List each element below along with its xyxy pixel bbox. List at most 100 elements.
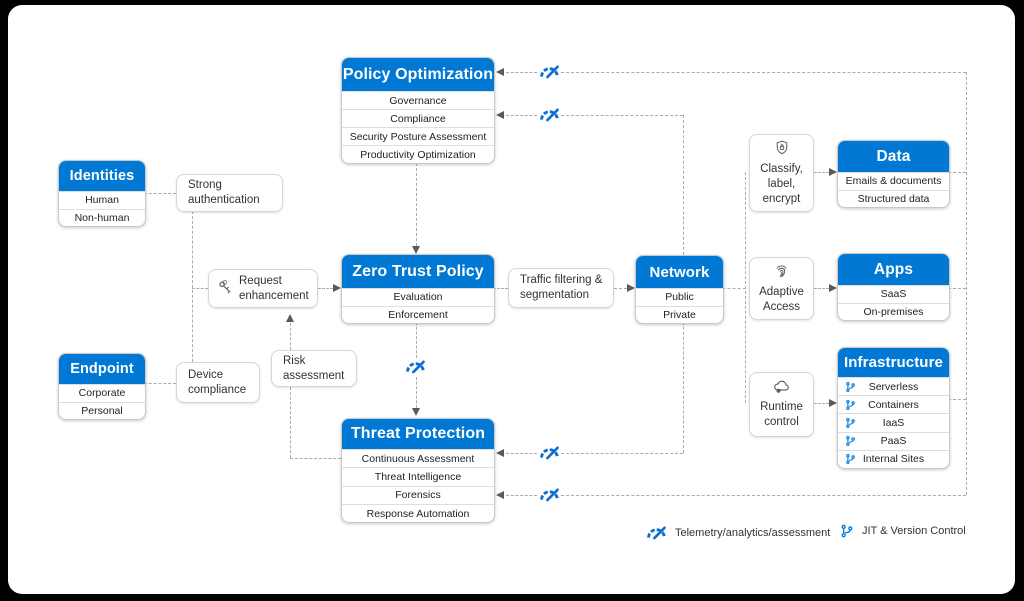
- jit-version-control-icon: [845, 417, 856, 428]
- connector: [192, 288, 208, 289]
- label-text: Classify, label, encrypt: [760, 163, 803, 205]
- box-row-label: Containers: [868, 398, 919, 411]
- box-row: Serverless: [838, 377, 949, 395]
- connector: [290, 458, 341, 459]
- connector: [814, 172, 829, 173]
- legend-telemetry-label: Telemetry/analytics/assessment: [675, 526, 831, 539]
- arrowhead: [829, 283, 837, 292]
- traffic-filtering-box: Traffic filtering & segmentation: [508, 268, 614, 308]
- box-row-label: Serverless: [868, 380, 919, 393]
- connector: [722, 288, 746, 289]
- connector: [144, 193, 176, 194]
- telemetry-icon: [646, 524, 667, 541]
- request-enhancement-box: Request enhancement: [208, 269, 318, 308]
- keys-icon: [217, 279, 234, 299]
- arrowhead: [829, 167, 837, 176]
- connector: [144, 383, 176, 384]
- box-row: Non-human: [59, 208, 145, 227]
- box-row: Private: [636, 305, 723, 324]
- jit-version-control-icon: [840, 524, 854, 538]
- box-title: Data: [838, 141, 949, 172]
- arrowhead: [829, 398, 837, 407]
- connector: [416, 158, 417, 246]
- fingerprint-icon: [773, 262, 790, 282]
- box-row: On-premises: [838, 302, 949, 321]
- box-title: Policy Optimization: [342, 58, 494, 91]
- connector: [745, 172, 746, 403]
- box-title: Zero Trust Policy: [342, 255, 494, 288]
- runtime-control-box: Runtime control: [749, 372, 814, 437]
- box-title: Network: [636, 256, 723, 288]
- policy-optimization-box: Policy Optimization Governance Complianc…: [341, 57, 495, 164]
- adaptive-access-box: Adaptive Access: [749, 257, 814, 320]
- connector: [614, 288, 627, 289]
- telemetry-icon: [405, 358, 426, 375]
- telemetry-icon: [539, 63, 560, 80]
- shield-lock-icon: [774, 139, 790, 159]
- box-row-label: PaaS: [880, 435, 907, 448]
- connector: [561, 495, 966, 496]
- box-row: Public: [636, 288, 723, 306]
- box-row-label: IaaS: [882, 416, 905, 429]
- arrowhead: [411, 408, 420, 416]
- data-box: Data Emails & documents Structured data: [837, 140, 950, 208]
- jit-version-control-icon: [845, 436, 856, 447]
- box-row: Internal Sites: [838, 449, 949, 468]
- box-row: Evaluation: [342, 288, 494, 306]
- arrowhead: [496, 67, 504, 76]
- connector: [506, 495, 537, 496]
- box-row: Containers: [838, 395, 949, 413]
- legend-telemetry: Telemetry/analytics/assessment: [646, 524, 830, 541]
- network-box: Network Public Private: [635, 255, 724, 324]
- telemetry-icon: [539, 106, 560, 123]
- box-row: Emails & documents: [838, 172, 949, 190]
- legend-jit-label: JIT & Version Control: [862, 525, 966, 537]
- arrowhead: [333, 283, 341, 292]
- box-row-label: Internal Sites: [862, 453, 925, 466]
- connector: [561, 115, 683, 116]
- box-title: Endpoint: [59, 354, 145, 384]
- box-row: Response Automation: [342, 503, 494, 522]
- connector: [192, 211, 193, 362]
- label-text: Runtime control: [760, 401, 803, 428]
- classify-label-encrypt-box: Classify, label, encrypt: [749, 134, 814, 212]
- apps-box: Apps SaaS On-premises: [837, 253, 950, 321]
- label-text: Strong authentication: [188, 179, 260, 206]
- arrowhead: [411, 246, 420, 254]
- label-text: Traffic filtering & segmentation: [520, 274, 603, 301]
- connector: [506, 72, 537, 73]
- risk-assessment-box: Risk assessment: [271, 350, 357, 387]
- arrowhead: [496, 110, 504, 119]
- box-row: Corporate: [59, 384, 145, 402]
- connector: [561, 72, 966, 73]
- strong-authentication-box: Strong authentication: [176, 174, 283, 212]
- connector: [416, 377, 417, 408]
- box-title: Apps: [838, 254, 949, 285]
- connector: [506, 115, 537, 116]
- box-row: PaaS: [838, 431, 949, 450]
- box-title: Identities: [59, 161, 145, 191]
- box-row: Personal: [59, 401, 145, 420]
- jit-version-control-icon: [845, 454, 856, 465]
- box-row: Forensics: [342, 485, 494, 504]
- box-row: Enforcement: [342, 305, 494, 324]
- box-row: Structured data: [838, 189, 949, 208]
- infrastructure-box: Infrastructure Serverless Containers Iaa…: [837, 347, 950, 469]
- telemetry-icon: [539, 486, 560, 503]
- label-text: Risk assessment: [283, 354, 345, 382]
- connector: [966, 72, 967, 495]
- connector: [493, 288, 508, 289]
- box-title: Threat Protection: [342, 419, 494, 449]
- connector: [318, 288, 333, 289]
- connector: [506, 453, 537, 454]
- box-row: Human: [59, 191, 145, 209]
- connector: [814, 288, 829, 289]
- label-text: Request enhancement: [239, 274, 309, 302]
- telemetry-icon: [539, 444, 560, 461]
- connector: [290, 323, 291, 350]
- connector: [948, 399, 966, 400]
- label-text: Adaptive Access: [759, 286, 804, 313]
- zero-trust-policy-box: Zero Trust Policy Evaluation Enforcement: [341, 254, 495, 324]
- connector: [561, 453, 683, 454]
- box-row: SaaS: [838, 285, 949, 303]
